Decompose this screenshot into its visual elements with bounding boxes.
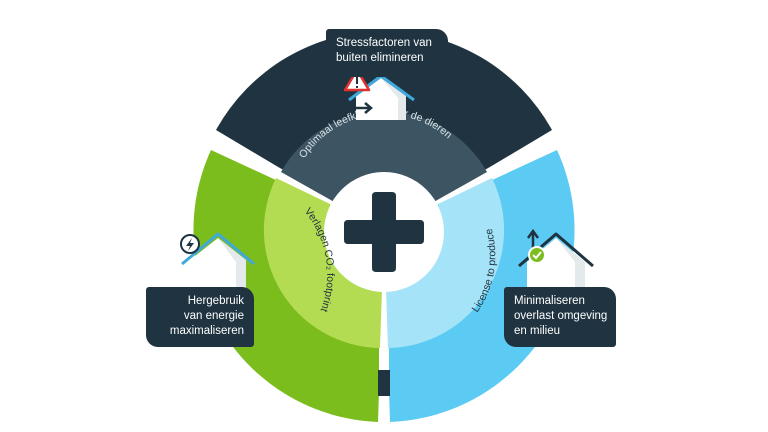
house-warning-exit-icon bbox=[343, 68, 415, 120]
check-icon bbox=[528, 246, 546, 264]
callout-right: Minimaliseren overlast omgeving en milie… bbox=[504, 287, 616, 347]
warning-icon bbox=[343, 68, 371, 92]
bottom-notch bbox=[378, 370, 390, 396]
callout-top: Stressfactoren van buiten elimineren bbox=[326, 29, 448, 77]
segment-top-inner bbox=[281, 111, 487, 230]
callout-left-line-1: Hergebruik bbox=[187, 295, 244, 307]
callout-left-line-2: van energie bbox=[183, 310, 244, 322]
plus-icon bbox=[344, 192, 424, 272]
callout-left: Hergebruik van energie maximaliseren bbox=[146, 287, 254, 347]
house-check-icon bbox=[518, 228, 594, 288]
callout-left-line-3: maximaliseren bbox=[169, 325, 244, 337]
lightning-icon bbox=[180, 234, 200, 254]
callout-top-line-2: buiten elimineren bbox=[336, 52, 424, 64]
exit-arrow-icon bbox=[349, 102, 373, 114]
callout-right-line-3: en milieu bbox=[514, 325, 561, 337]
callout-top-line-1: Stressfactoren van bbox=[336, 37, 432, 49]
house-energy-icon bbox=[180, 232, 255, 290]
callout-right-line-1: Minimaliseren bbox=[514, 295, 585, 307]
callout-right-line-2: overlast omgeving bbox=[514, 310, 608, 322]
